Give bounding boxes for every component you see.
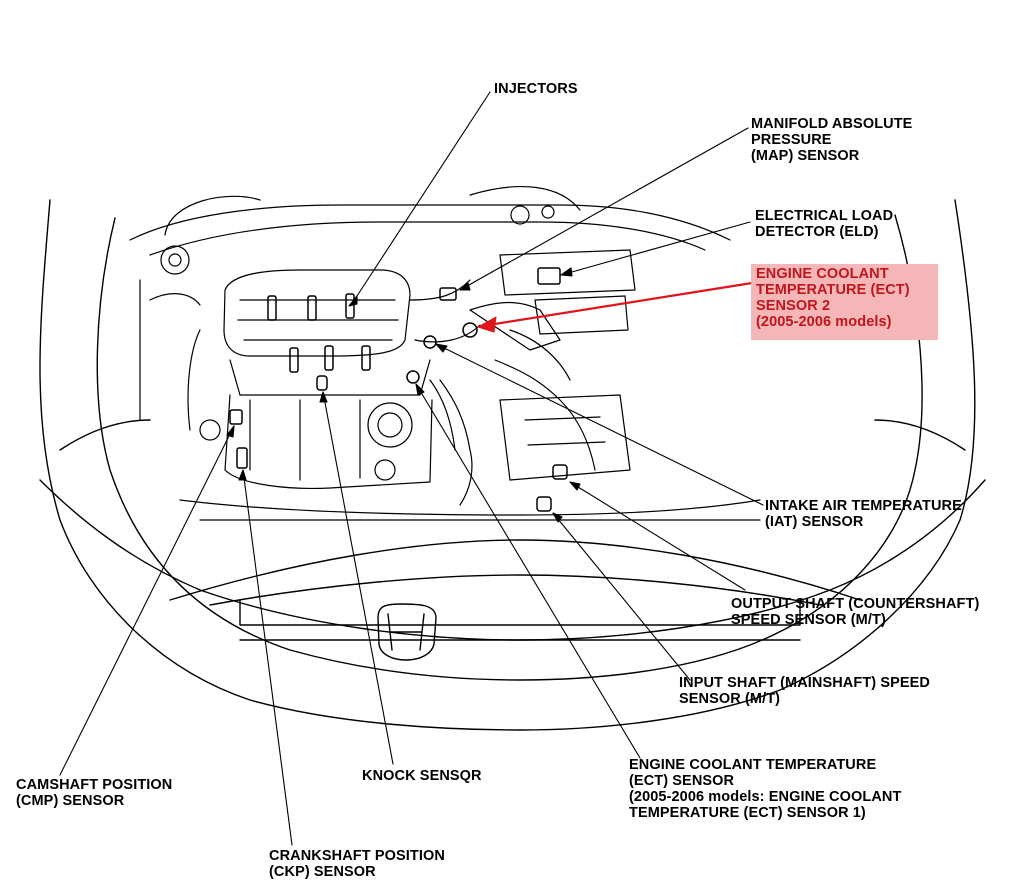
ect2-highlight-box xyxy=(751,264,938,340)
leader-ect xyxy=(415,383,641,759)
cmp-sensor xyxy=(229,409,243,425)
ect2-sensor xyxy=(462,322,478,338)
eld-unit xyxy=(537,267,561,285)
label-injectors: INJECTORS xyxy=(494,81,578,97)
honda-emblem xyxy=(377,603,437,661)
output-shaft-sensor xyxy=(552,464,568,480)
iat-sensor xyxy=(423,335,437,349)
leader-knock xyxy=(322,391,394,765)
label-ckp-sensor: CRANKSHAFT POSITION (CKP) SENSOR xyxy=(269,848,445,880)
label-eld: ELECTRICAL LOAD DETECTOR (ELD) xyxy=(755,208,894,240)
sensor-components xyxy=(229,267,568,512)
car-body-outline xyxy=(39,199,986,731)
leader-injectors xyxy=(356,91,491,297)
leader-cmp xyxy=(59,425,235,776)
ect-sensor xyxy=(406,370,420,384)
map-sensor xyxy=(439,287,457,301)
leader-eld xyxy=(560,221,751,276)
leader-input-shaft xyxy=(552,512,691,681)
injector-parts xyxy=(267,293,371,373)
leader-iat xyxy=(435,343,764,506)
label-knock-sensor: KNOCK SENSQR xyxy=(362,768,482,784)
ckp-sensor xyxy=(236,447,248,469)
label-output-shaft-sensor: OUTPUT SHAFT (COUNTERSHAFT) SPEED SENSOR… xyxy=(731,596,980,628)
input-shaft-sensor xyxy=(536,496,552,512)
engine-internals xyxy=(129,186,761,521)
leader-map xyxy=(459,127,749,291)
highlight-arrow xyxy=(477,281,754,333)
label-cmp-sensor: CAMSHAFT POSITION (CMP) SENSOR xyxy=(16,777,173,809)
label-ect-sensor-2: ENGINE COOLANT TEMPERATURE (ECT) SENSOR … xyxy=(756,266,910,330)
label-map-sensor: MANIFOLD ABSOLUTE PRESSURE (MAP) SENSOR xyxy=(751,116,913,164)
knock-sensor xyxy=(316,375,328,391)
leader-lines xyxy=(59,91,764,846)
label-ect-sensor: ENGINE COOLANT TEMPERATURE (ECT) SENSOR … xyxy=(629,757,902,821)
leader-ckp xyxy=(242,469,293,846)
label-input-shaft-sensor: INPUT SHAFT (MAINSHAFT) SPEED SENSOR (M/… xyxy=(679,675,931,707)
label-iat-sensor: INTAKE AIR TEMPERATURE (IAT) SENSOR xyxy=(765,498,962,530)
leader-output-shaft xyxy=(569,481,746,591)
